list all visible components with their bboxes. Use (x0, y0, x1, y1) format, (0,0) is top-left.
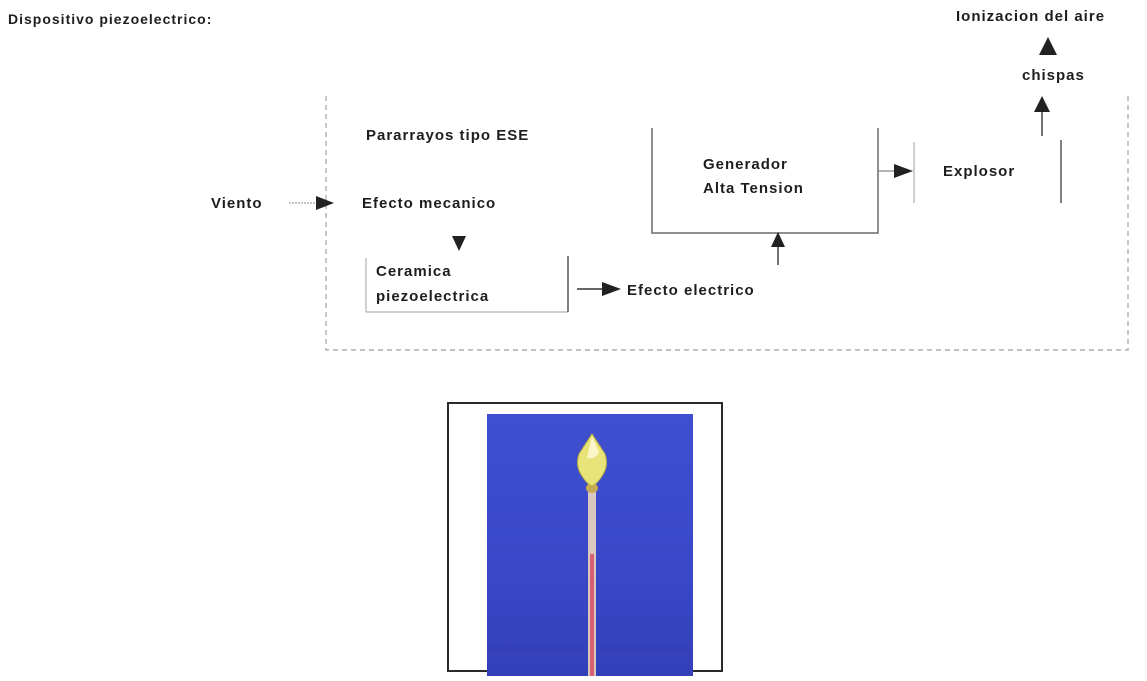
ceramic-label-line1: Ceramica (376, 263, 452, 280)
ionization-arrow-head (1039, 37, 1057, 55)
down-arrow-head (452, 236, 466, 251)
frame-label: Pararrayos tipo ESE (366, 127, 530, 144)
generator-label-line2: Alta Tension (703, 180, 804, 197)
lightning-rod-image (487, 433, 693, 680)
ese-dashed-frame (325, 96, 1129, 351)
wind-label: Viento (211, 195, 263, 212)
generator-box (651, 128, 879, 234)
photo-background (487, 414, 693, 680)
explosor-arrow-head (894, 164, 913, 178)
lightning-rod-photo (447, 402, 723, 680)
page-title: Dispositivo piezoelectrico: (8, 11, 213, 27)
rod-tip (577, 433, 607, 487)
generator-feed-head (771, 232, 785, 247)
wind-arrow-head (316, 196, 334, 210)
electric-effect-label: Efecto electrico (627, 282, 755, 299)
ceramic-label-line2: piezoelectrica (376, 288, 490, 305)
rod-collar (586, 483, 598, 493)
mechanical-effect-label: Efecto mecanico (362, 195, 497, 212)
generator-label-line1: Generador (703, 156, 788, 173)
ceramic-arrow-head (602, 282, 621, 296)
rod-tip-highlight (587, 436, 599, 459)
ionization-label: Ionizacion del aire (956, 8, 1106, 25)
rod-red-core (590, 554, 594, 680)
explosor-label: Explosor (943, 163, 1016, 180)
sparks-arrow-head (1034, 96, 1050, 112)
sparks-label: chispas (1022, 67, 1085, 84)
